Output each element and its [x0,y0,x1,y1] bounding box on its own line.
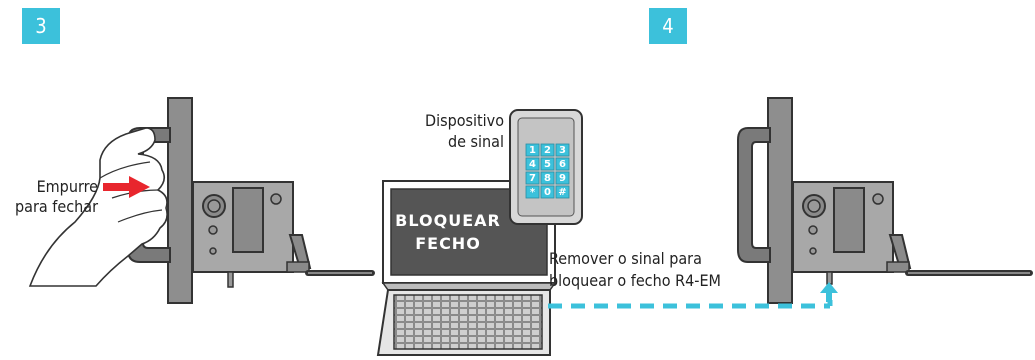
keypad-key [540,171,555,185]
keypad-key [525,185,540,199]
remove-signal-line1: Remover o sinal para [549,249,702,268]
keypad-key-label: # [558,187,566,198]
laptop-keyboard [393,294,543,350]
keypad-key [525,143,540,157]
keypad-key [555,157,570,171]
keypad-key-label: 5 [544,159,551,170]
keypad-key [555,171,570,185]
hand-illustration [28,127,168,287]
signal-device-label-line1: Dispositivo [425,111,504,130]
keypad-key-label: 2 [544,145,551,156]
keypad-key [525,157,540,171]
keypad-key [525,171,540,185]
remove-signal-line2: bloquear o fecho R4-EM [549,271,721,290]
keypad-key [540,143,555,157]
keypad-key-label: 4 [529,159,536,170]
keypad-key-label: 9 [559,173,566,184]
keypad-key [555,143,570,157]
push-label-line1: Empurre [37,177,99,196]
right-latch-assembly [737,97,1033,304]
keypad-key-label: 7 [529,173,536,184]
laptop-screen-line1: BLOQUEAR [395,211,501,230]
keypad-key-label: 6 [559,159,566,170]
step-4-badge: 4 [649,8,687,44]
keypad-key-label: 8 [544,173,551,184]
keypad-key-label: 1 [529,145,536,156]
keypad-key [540,185,555,199]
keypad-key [555,185,570,199]
push-arrow-icon [103,176,150,198]
right-door-post [767,97,793,304]
signal-device-label-line2: de sinal [448,132,504,151]
keypad-key-label: 0 [544,187,551,198]
step-3-badge: 3 [22,8,60,44]
keypad-key-label: 3 [559,145,566,156]
laptop-screen-line2: FECHO [415,234,481,253]
left-door-post [167,97,193,304]
keypad-key [540,157,555,171]
push-label-line2: para fechar [15,197,98,216]
right-handle [737,127,771,263]
keypad-key-label: * [530,187,536,198]
lock-up-arrow-icon [820,282,838,302]
